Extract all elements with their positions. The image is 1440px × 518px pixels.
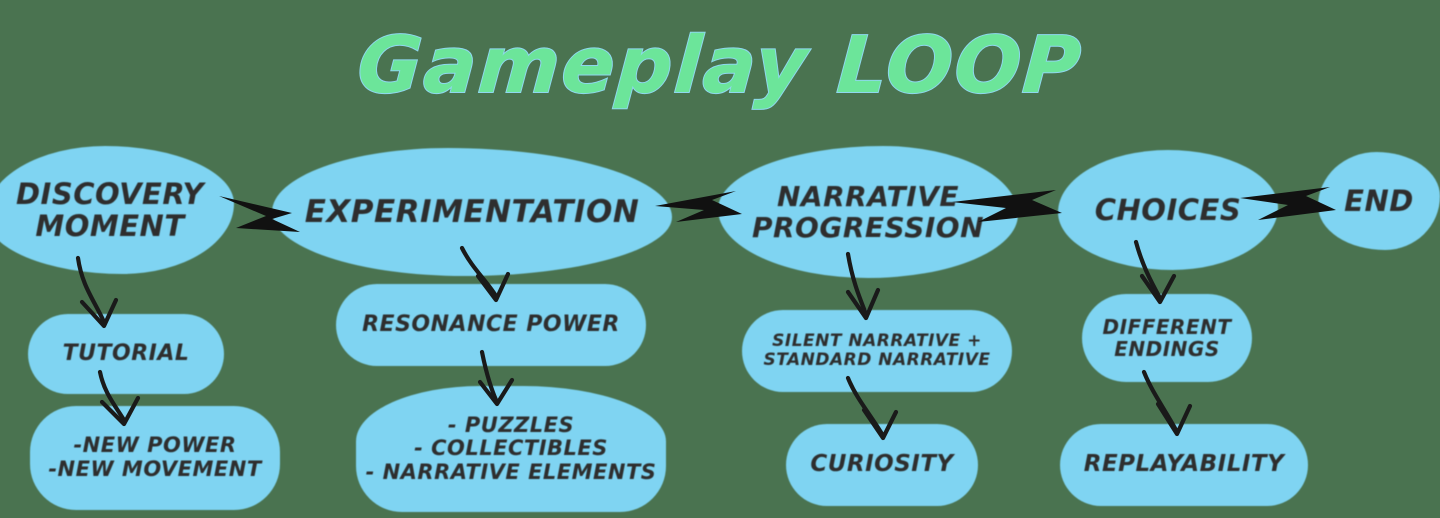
node-choices-label: CHOICES [1094, 192, 1242, 227]
node-experimentation-label: EXPERIMENTATION [304, 193, 640, 230]
node-replayability[interactable]: REPLAYABILITY [1060, 424, 1308, 506]
node-end[interactable]: END [1318, 152, 1440, 250]
node-puzzles-collectibles[interactable]: - PUZZLES - COLLECTIBLES - NARRATIVE ELE… [356, 386, 666, 512]
node-choices[interactable]: CHOICES [1058, 150, 1278, 270]
node-curiosity-label: CURIOSITY [810, 451, 954, 478]
node-different-endings-label: DIFFERENT ENDINGS [1102, 314, 1232, 361]
node-new-power-movement-label: -NEW POWER -NEW MOVEMENT [48, 433, 262, 481]
node-tutorial-label: TUTORIAL [62, 340, 190, 366]
node-narrative-progression-label: NARRATIVE PROGRESSION [751, 179, 985, 244]
node-curiosity[interactable]: CURIOSITY [786, 424, 978, 506]
node-discovery-moment[interactable]: DISCOVERY MOMENT [0, 146, 234, 274]
node-experimentation[interactable]: EXPERIMENTATION [272, 148, 672, 276]
node-replayability-label: REPLAYABILITY [1083, 451, 1285, 478]
node-different-endings[interactable]: DIFFERENT ENDINGS [1082, 294, 1252, 382]
node-puzzles-collectibles-label: - PUZZLES - COLLECTIBLES - NARRATIVE ELE… [365, 412, 657, 484]
node-resonance-power-label: RESONANCE POWER [362, 311, 620, 337]
node-end-label: END [1344, 183, 1414, 218]
node-silent-standard-narrative[interactable]: SILENT NARRATIVE + STANDARD NARRATIVE [742, 310, 1012, 392]
node-discovery-moment-label: DISCOVERY MOMENT [15, 176, 205, 243]
node-narrative-progression[interactable]: NARRATIVE PROGRESSION [718, 146, 1018, 278]
node-resonance-power[interactable]: RESONANCE POWER [336, 284, 646, 366]
page-title: Gameplay LOOP [354, 20, 1087, 112]
node-new-power-movement[interactable]: -NEW POWER -NEW MOVEMENT [30, 406, 280, 510]
node-tutorial[interactable]: TUTORIAL [28, 314, 224, 394]
node-silent-standard-narrative-label: SILENT NARRATIVE + STANDARD NARRATIVE [763, 330, 991, 370]
